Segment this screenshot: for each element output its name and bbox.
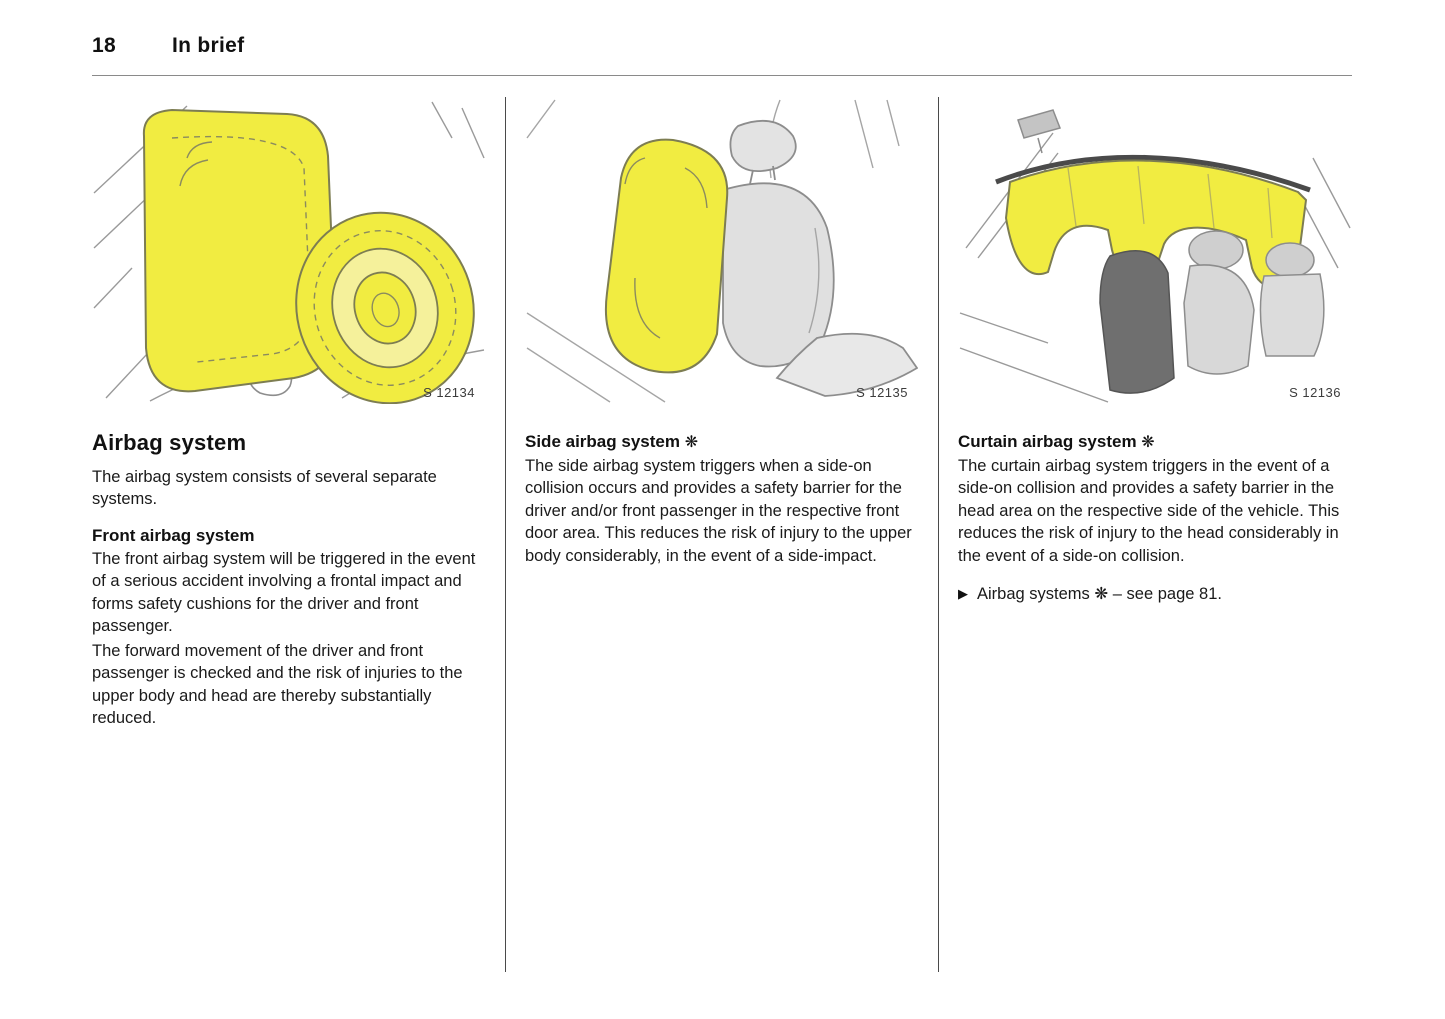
triangle-marker-icon: ▶ <box>958 586 968 602</box>
column-divider <box>505 97 506 972</box>
side-airbag-paragraph: The side airbag system triggers when a s… <box>525 457 912 565</box>
optional-equipment-icon: ❋ <box>1141 434 1155 451</box>
figure-front-airbag: S 12134 <box>92 97 485 404</box>
curtain-airbag-illustration <box>959 109 1351 403</box>
front-airbag-paragraph-2: The forward movement of the driver and f… <box>92 641 463 727</box>
cross-reference-text: Airbag systems ❋ – see page 81. <box>977 585 1222 604</box>
figure-caption: S 12135 <box>856 385 908 400</box>
header-divider <box>92 75 1352 76</box>
airbag-system-intro: The airbag system consists of several se… <box>92 468 437 509</box>
subheading-front-airbag: Front airbag system <box>92 525 255 545</box>
optional-equipment-icon: ❋ <box>684 434 699 451</box>
figure-curtain-airbag: S 12136 <box>958 97 1351 404</box>
heading-side-airbag: Side airbag system ❋ <box>525 432 918 452</box>
front-airbag-paragraph-1: The front airbag system will be triggere… <box>92 549 476 636</box>
heading-airbag-system: Airbag system <box>92 430 247 455</box>
section-title: In brief <box>171 34 245 57</box>
side-airbag-illustration <box>526 99 918 403</box>
figure-caption: S 12136 <box>1289 385 1341 400</box>
cross-reference-note: ▶ Airbag systems ❋ – see page 81. <box>958 583 1351 605</box>
curtain-airbag-paragraph: The curtain airbag system triggers in th… <box>958 457 1340 565</box>
column-curtain-airbag: S 12136 Curtain airbag system ❋ The curt… <box>958 97 1351 972</box>
heading-curtain-airbag: Curtain airbag system ❋ <box>958 432 1351 452</box>
page-header: 18 In brief <box>0 0 1445 58</box>
page-number: 18 <box>92 34 116 57</box>
heading-curtain-airbag-label: Curtain airbag system <box>958 432 1137 451</box>
column-divider <box>938 97 939 972</box>
figure-side-airbag: S 12135 <box>525 97 918 404</box>
figure-caption: S 12134 <box>423 385 475 400</box>
column-side-airbag: S 12135 Side airbag system ❋ The side ai… <box>525 97 918 972</box>
front-airbag-illustration <box>93 101 485 404</box>
content-columns: S 12134 Airbag system The airbag system … <box>0 97 1445 972</box>
column-airbag-system: S 12134 Airbag system The airbag system … <box>92 97 485 972</box>
heading-side-airbag-label: Side airbag system <box>525 432 680 451</box>
